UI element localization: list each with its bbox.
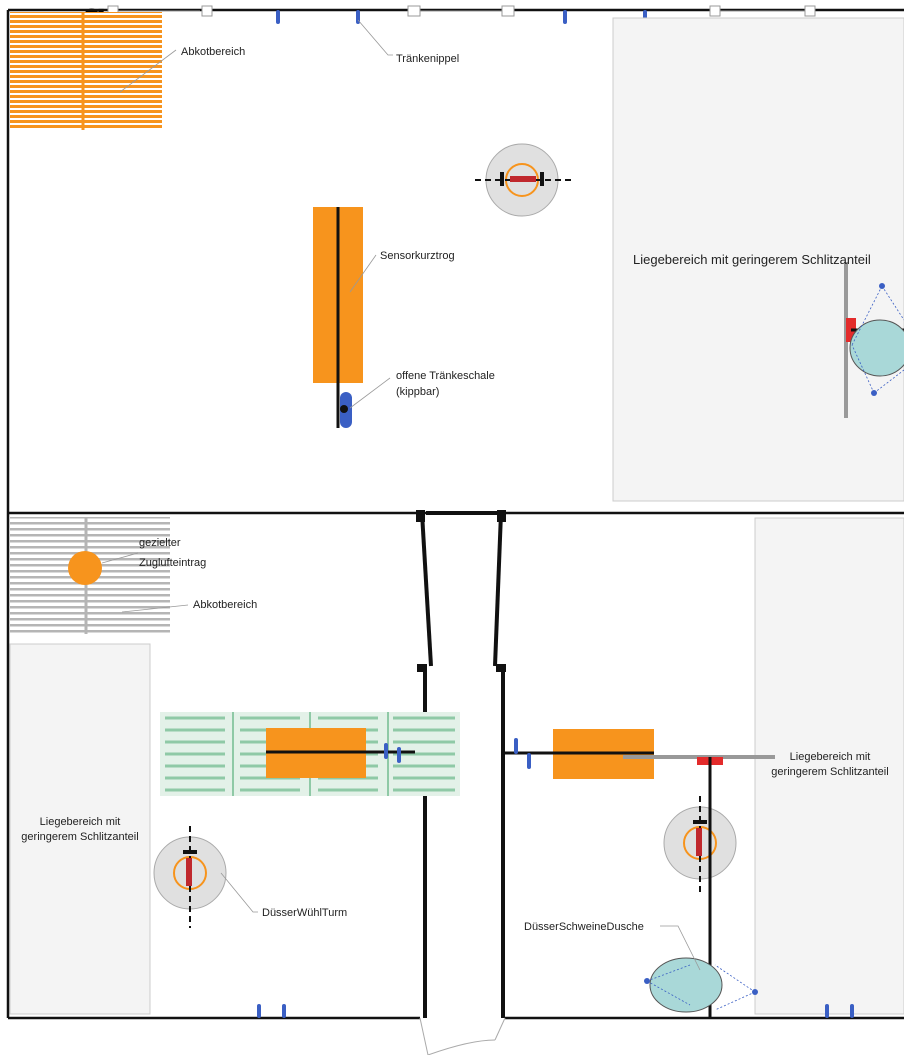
wuehlturm-left (153, 826, 227, 928)
leader-lines (101, 19, 701, 971)
label-abkotbereich-top: Abkotbereich (181, 46, 245, 58)
label-zugluft-1: gezielter (139, 537, 181, 549)
liegebereich-left (9, 643, 151, 1015)
bottom-nipples (257, 1004, 854, 1018)
label-sensorkurztrog: Sensorkurztrog (380, 250, 455, 262)
wuehlturm-right (663, 796, 737, 896)
label-zugluft-2: Zuglufteintrag (139, 557, 206, 569)
label-traenkenippel: Tränkenippel (396, 53, 459, 65)
trough-right (503, 729, 654, 779)
label-schweinedusche: DüsserSchweineDusche (524, 921, 644, 933)
label-liegebereich-right-1: Liegebereich mit (790, 751, 871, 763)
abkotbereich-bottom (10, 517, 170, 634)
schweinedusche (623, 755, 775, 1018)
label-liegebereich-right-2: geringerem Schlitzanteil (771, 766, 888, 778)
label-traenkeschale-1: offene Tränkeschale (396, 370, 495, 382)
device-top-round (475, 143, 572, 217)
trough-left (266, 728, 415, 778)
abkotbereich-top (10, 12, 162, 130)
sensorkurztrog (313, 207, 363, 428)
label-liegebereich-top: Liegebereich mit geringerem Schlitzantei… (633, 252, 871, 267)
label-traenkeschale-2: (kippbar) (396, 386, 439, 398)
label-liegebereich-left-2: geringerem Schlitzanteil (21, 831, 138, 843)
label-abkotbereich-bottom: Abkotbereich (193, 599, 257, 611)
shower-top-right (844, 262, 904, 418)
wall-fittings (107, 5, 816, 17)
liegebereich-right (754, 517, 904, 1015)
liegebereich-top (612, 17, 904, 502)
traenkenippel-markers (276, 10, 647, 24)
traenkeschale (340, 392, 352, 428)
label-wuehlturm: DüsserWühlTurm (262, 907, 347, 919)
door-bottom (419, 1017, 506, 1055)
corridor-posts (416, 510, 506, 672)
label-liegebereich-left-1: Liegebereich mit (40, 816, 121, 828)
